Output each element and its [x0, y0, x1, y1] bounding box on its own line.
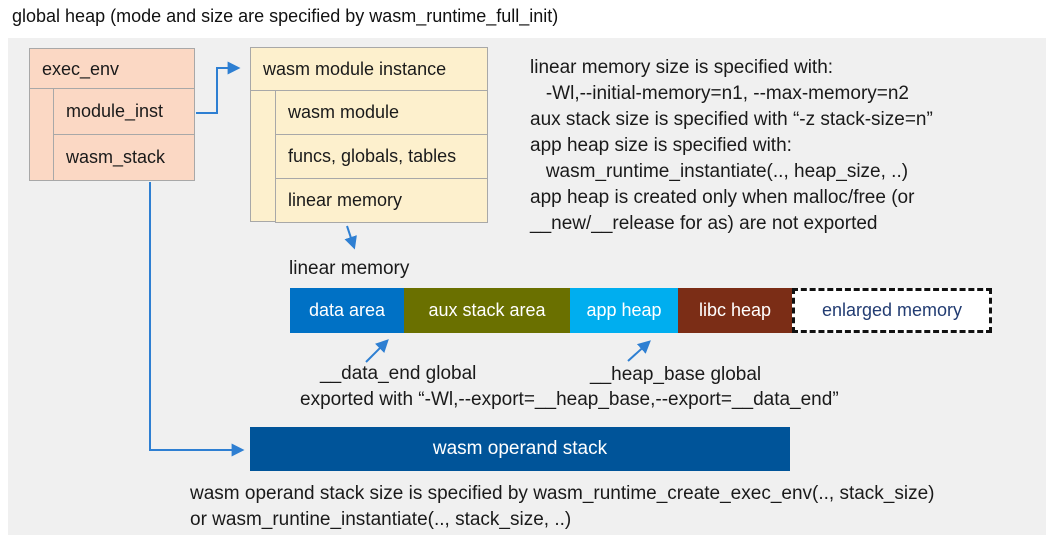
- segment-aux-stack-area: aux stack area: [404, 288, 570, 333]
- segment-app-heap: app heap: [570, 288, 678, 333]
- wasm-stack-box: wasm_stack: [53, 134, 195, 181]
- note-line: -Wl,--initial-memory=n1, --max-memory=n2: [530, 83, 909, 104]
- note-line: aux stack size is specified with “-z sta…: [530, 109, 933, 130]
- segment-libc-heap: libc heap: [678, 288, 792, 333]
- exported-with-label: exported with “-Wl,--export=__heap_base,…: [300, 389, 839, 410]
- note-line: wasm operand stack size is specified by …: [190, 483, 935, 504]
- wasm-module-box: wasm module: [275, 90, 488, 135]
- note-line: wasm_runtime_instantiate(.., heap_size, …: [530, 161, 909, 182]
- linear-memory-bar: data area aux stack area app heap libc h…: [290, 288, 992, 333]
- diagram-title: global heap (mode and size are specified…: [12, 6, 559, 26]
- notes-bottom: wasm operand stack size is specified by …: [190, 481, 935, 533]
- exec-env-header: exec_env: [30, 49, 194, 89]
- module-inst-box: module_inst: [53, 88, 195, 135]
- wasm-module-instance-header: wasm module instance: [251, 48, 487, 91]
- note-line: app heap size is specified with:: [530, 135, 792, 156]
- wasm-operand-stack-bar: wasm operand stack: [250, 427, 790, 471]
- note-line: or wasm_runtine_instantiate(.., stack_si…: [190, 509, 572, 530]
- note-line: __new/__release for as) are not exported: [530, 213, 878, 234]
- funcs-globals-tables-box: funcs, globals, tables: [275, 134, 488, 179]
- notes-right: linear memory size is specified with: -W…: [530, 55, 933, 237]
- segment-data-area: data area: [290, 288, 404, 333]
- note-line: linear memory size is specified with:: [530, 57, 834, 78]
- note-line: app heap is created only when malloc/fre…: [530, 187, 915, 208]
- data-end-global-label: __data_end global: [320, 363, 477, 384]
- linear-memory-box: linear memory: [275, 178, 488, 223]
- segment-enlarged-memory: enlarged memory: [792, 288, 992, 333]
- linear-memory-label: linear memory: [289, 258, 410, 279]
- heap-base-global-label: __heap_base global: [590, 364, 762, 385]
